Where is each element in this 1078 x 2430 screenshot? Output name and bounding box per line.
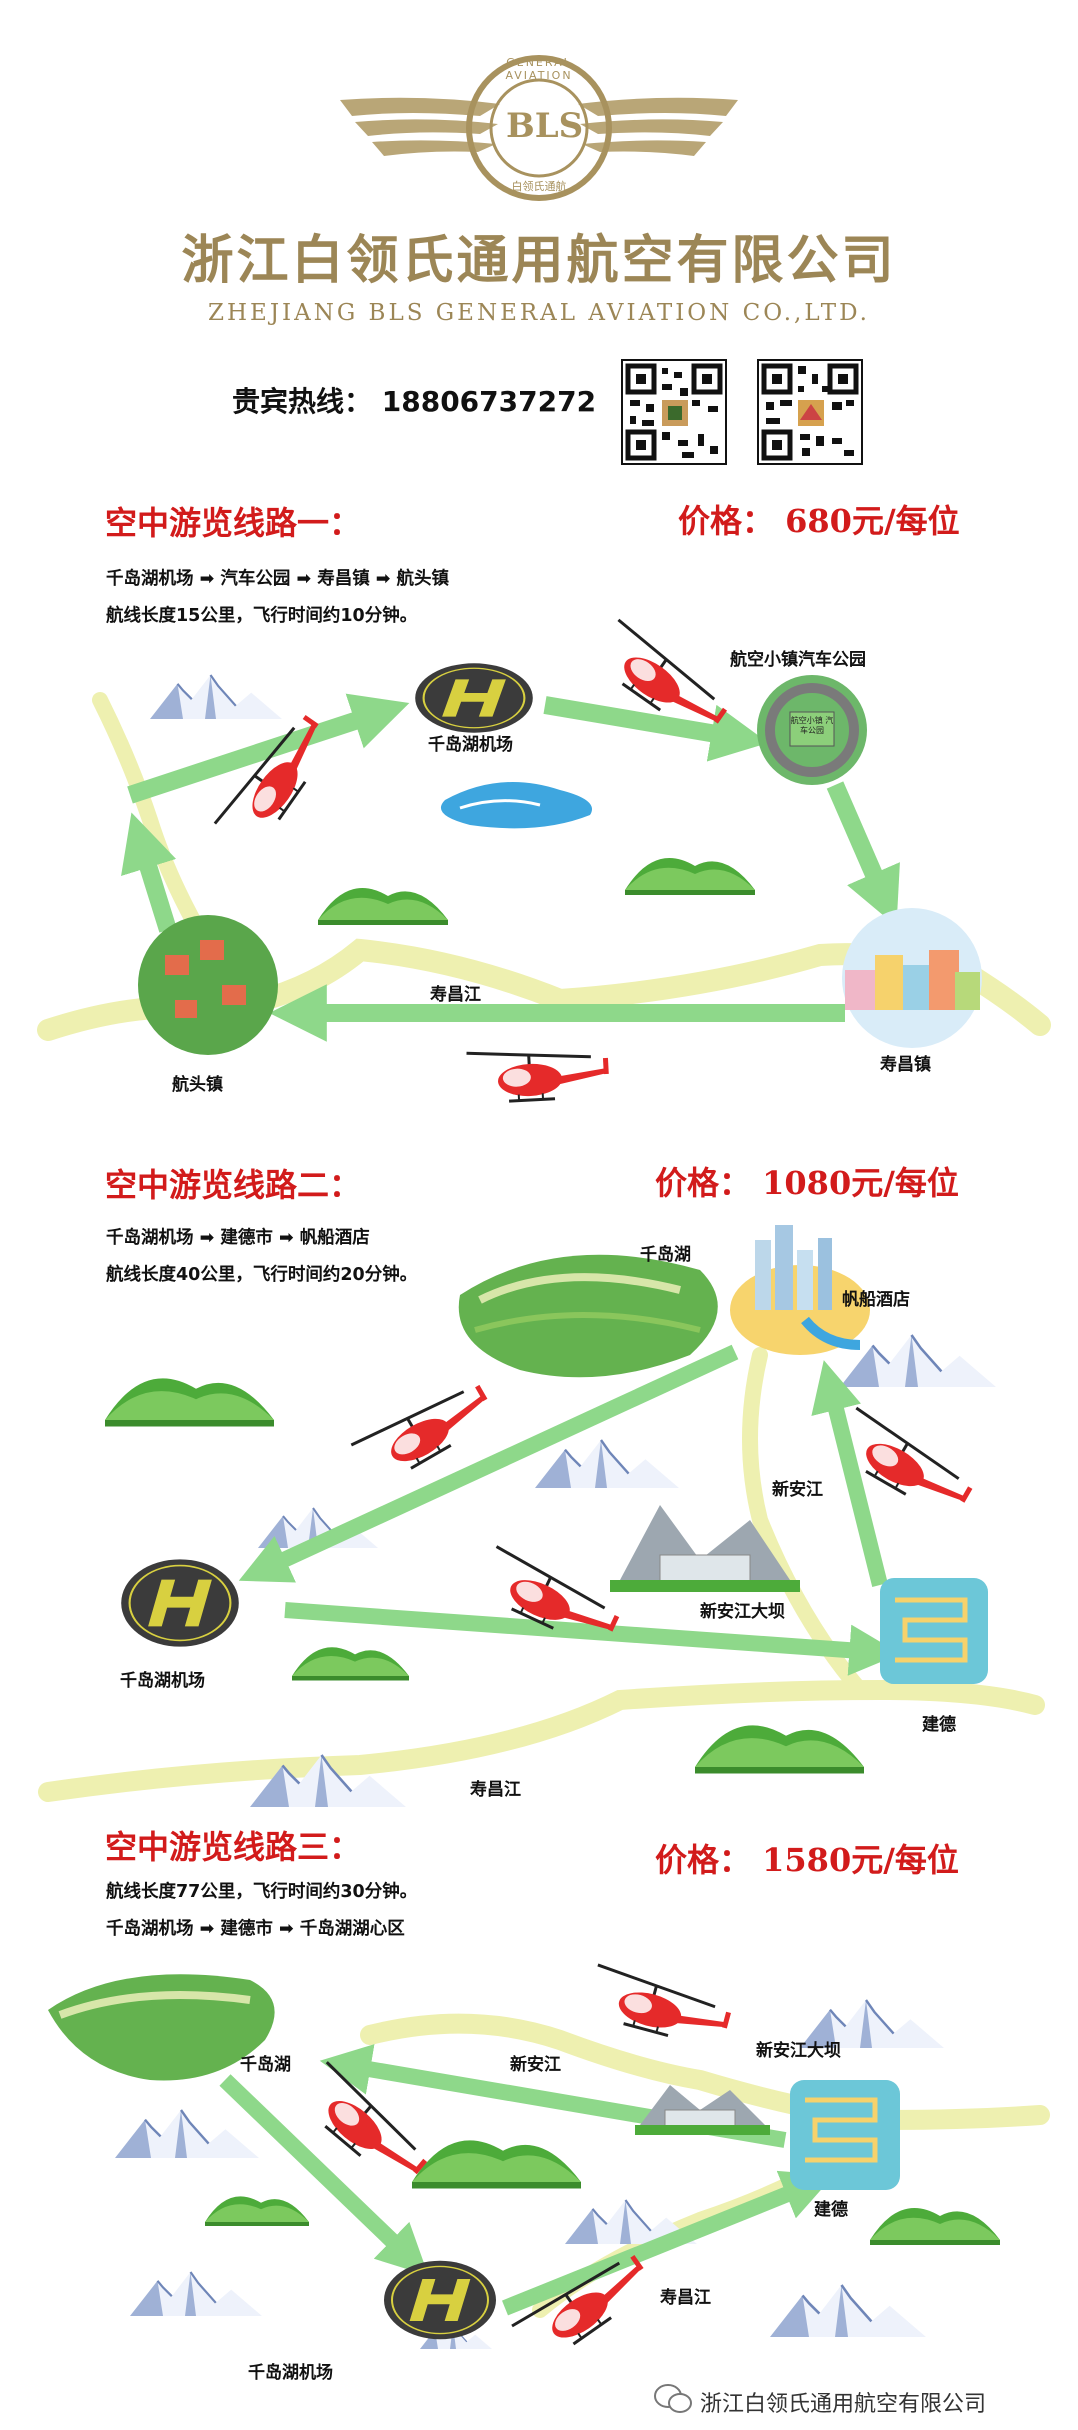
- helicopter-icon: [583, 1963, 736, 2052]
- label-airport: 千岛湖机场: [120, 1671, 205, 1691]
- label-airport: 千岛湖机场: [248, 2363, 333, 2383]
- company-name-en: ZHEJIANG BLS GENERAL AVIATION CO.,LTD.: [207, 300, 870, 326]
- lake-icon: [440, 782, 592, 829]
- logo-letters: BLS: [506, 106, 584, 146]
- mountain-icon: [768, 2283, 928, 2339]
- label-jiande: 建德: [922, 1715, 956, 1735]
- wechat-icon: [654, 2384, 692, 2413]
- helipad-icon: [383, 2259, 497, 2341]
- qr-code-icon: [621, 359, 727, 465]
- label-shouchang-town: 寿昌镇: [880, 1055, 931, 1075]
- hill-icon: [105, 1378, 274, 1427]
- mountain-icon: [113, 2108, 261, 2160]
- route-1-title: 空中游览线路一：: [105, 504, 362, 542]
- dam-icon: [610, 1505, 800, 1592]
- hotline: 贵宾热线： 18806737272: [232, 385, 597, 418]
- label-river: 寿昌江: [660, 2288, 711, 2308]
- hotel-icon: [730, 1225, 870, 1355]
- company-logo: [340, 55, 738, 201]
- hill-icon: [625, 858, 755, 895]
- label-car-park: 航空小镇汽车公园: [730, 650, 866, 670]
- route-1-path: 千岛湖机场 ➡ 汽车公园 ➡ 寿昌镇 ➡ 航头镇: [106, 569, 450, 589]
- hill-icon: [205, 2196, 309, 2226]
- route-3-price: 价格： 1580元/每位: [655, 1841, 959, 1879]
- helicopter-icon: [465, 1044, 612, 1105]
- mountain-icon: [128, 2270, 264, 2318]
- label-dam: 新安江大坝: [756, 2041, 841, 2061]
- hill-icon: [870, 2208, 1000, 2245]
- label-hangtou-town: 航头镇: [172, 1075, 223, 1095]
- hill-icon: [695, 1725, 864, 1774]
- label-hotel: 帆船酒店: [842, 1290, 910, 1310]
- label-river: 寿昌江: [430, 985, 481, 1005]
- route-3-path: 千岛湖机场 ➡ 建德市 ➡ 千岛湖湖心区: [106, 1919, 405, 1939]
- town-icon: [880, 1578, 988, 1684]
- route-1-details: 航线长度15公里，飞行时间约10分钟。: [106, 606, 418, 626]
- mountain-icon: [148, 673, 284, 721]
- logo-ring-bottom: 白领氏通航: [511, 180, 567, 193]
- route-2-price: 价格： 1080元/每位: [655, 1164, 959, 1202]
- route-2-details: 航线长度40公里，飞行时间约20分钟。: [106, 1265, 418, 1285]
- route-2-title: 空中游览线路二：: [105, 1166, 362, 1204]
- helipad-icon: [120, 1558, 240, 1648]
- logo-ring-top: GENERAL AVIATION: [505, 56, 573, 82]
- label-lake: 千岛湖: [640, 1245, 691, 1265]
- hill-icon: [318, 888, 448, 925]
- route-3-title: 空中游览线路三：: [105, 1828, 362, 1866]
- label-lake: 千岛湖: [240, 2055, 291, 2075]
- label-xinanjiang: 新安江: [510, 2055, 561, 2075]
- label-xinanjiang: 新安江: [772, 1480, 823, 1500]
- town-icon: [138, 915, 278, 1055]
- hill-icon: [292, 1647, 409, 1681]
- mountain-icon: [533, 1438, 681, 1490]
- town-icon: [757, 675, 867, 785]
- label-airport: 千岛湖机场: [428, 735, 513, 755]
- label-dam: 新安江大坝: [700, 1602, 785, 1622]
- label-jiande: 建德: [814, 2200, 848, 2220]
- route-2-path: 千岛湖机场 ➡ 建德市 ➡ 帆船酒店: [106, 1228, 370, 1248]
- lake-icon: [458, 1254, 718, 1378]
- company-name-cn: 浙江白领氏通用航空有限公司: [181, 230, 897, 291]
- helipad-icon: [414, 662, 534, 734]
- label-car-park-badge: 航空小镇 汽车公园: [790, 716, 834, 735]
- footer-account: 浙江白领氏通用航空有限公司: [700, 2392, 987, 2417]
- label-river: 寿昌江: [470, 1780, 521, 1800]
- dam-icon: [635, 2085, 770, 2135]
- lake-icon: [48, 1974, 275, 2081]
- route-3-details: 航线长度77公里，飞行时间约30分钟。: [106, 1882, 418, 1902]
- qr-code-icon: [757, 359, 863, 465]
- mountain-icon: [838, 1333, 998, 1389]
- hill-icon: [412, 2140, 581, 2189]
- town-icon: [842, 908, 982, 1048]
- route-1-price: 价格： 680元/每位: [678, 502, 960, 540]
- town-icon: [790, 2080, 900, 2190]
